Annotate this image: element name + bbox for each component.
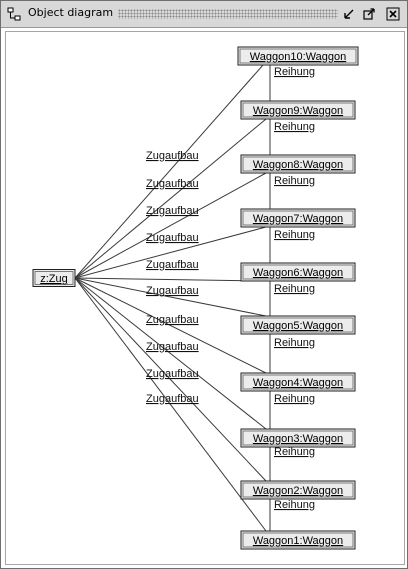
- maximize-icon[interactable]: [362, 7, 376, 21]
- association-lines: [74, 64, 271, 532]
- object-nodes: z:Zug Waggon10:WaggonWaggon9:WaggonWaggon…: [32, 46, 359, 550]
- object-diagram: ZugaufbauZugaufbauZugaufbauZugaufbauZuga…: [32, 46, 359, 550]
- object-node-waggon[interactable]: Waggon8:Waggon: [240, 154, 356, 174]
- zugaufbau-label: Zugaufbau: [146, 178, 199, 190]
- title-grip[interactable]: [118, 9, 338, 19]
- title-bar[interactable]: Object diagram: [1, 1, 407, 28]
- object-node-waggon[interactable]: Waggon5:Waggon: [240, 315, 356, 335]
- object-name: Waggon3:Waggon: [253, 433, 343, 445]
- object-name: z:Zug: [40, 273, 68, 285]
- object-node-waggon[interactable]: Waggon4:Waggon: [240, 372, 356, 392]
- object-node-waggon[interactable]: Waggon3:Waggon: [240, 428, 356, 448]
- zugaufbau-link[interactable]: [74, 226, 267, 279]
- object-name: Waggon10:Waggon: [250, 51, 346, 63]
- reihung-label: Reihung: [274, 175, 315, 187]
- object-name: Waggon9:Waggon: [253, 105, 343, 117]
- zugaufbau-link[interactable]: [74, 277, 267, 482]
- object-name: Waggon8:Waggon: [253, 159, 343, 171]
- object-node-zug[interactable]: z:Zug: [32, 269, 76, 287]
- zugaufbau-link[interactable]: [74, 277, 267, 532]
- zugaufbau-label: Zugaufbau: [146, 205, 199, 217]
- reihung-label: Reihung: [274, 66, 315, 78]
- reihung-label: Reihung: [274, 393, 315, 405]
- association-labels: ZugaufbauZugaufbauZugaufbauZugaufbauZuga…: [146, 66, 315, 511]
- object-name: Waggon6:Waggon: [253, 267, 343, 279]
- zugaufbau-label: Zugaufbau: [146, 232, 199, 244]
- minimize-icon[interactable]: [342, 7, 356, 21]
- object-name: Waggon4:Waggon: [253, 377, 343, 389]
- object-node-waggon[interactable]: Waggon10:Waggon: [237, 46, 359, 66]
- reihung-label: Reihung: [274, 121, 315, 133]
- zugaufbau-label: Zugaufbau: [146, 285, 199, 297]
- object-name: Waggon7:Waggon: [253, 213, 343, 225]
- reihung-label: Reihung: [274, 229, 315, 241]
- zugaufbau-label: Zugaufbau: [146, 341, 199, 353]
- object-node-waggon[interactable]: Waggon2:Waggon: [240, 480, 356, 500]
- zugaufbau-link[interactable]: [74, 64, 264, 279]
- zugaufbau-label: Zugaufbau: [146, 150, 199, 162]
- zugaufbau-link[interactable]: [74, 277, 267, 374]
- object-node-waggon[interactable]: Waggon1:Waggon: [240, 530, 356, 550]
- reihung-label: Reihung: [274, 499, 315, 511]
- object-node-waggon[interactable]: Waggon9:Waggon: [240, 100, 356, 120]
- object-name: Waggon1:Waggon: [253, 535, 343, 547]
- zugaufbau-link[interactable]: [74, 277, 267, 317]
- reihung-label: Reihung: [274, 283, 315, 295]
- zugaufbau-label: Zugaufbau: [146, 314, 199, 326]
- zugaufbau-label: Zugaufbau: [146, 259, 199, 271]
- window-title: Object diagram: [28, 6, 114, 19]
- object-node-waggon[interactable]: Waggon7:Waggon: [240, 208, 356, 228]
- reihung-label: Reihung: [274, 337, 315, 349]
- zugaufbau-label: Zugaufbau: [146, 393, 199, 405]
- reihung-label: Reihung: [274, 446, 315, 458]
- object-name: Waggon2:Waggon: [253, 485, 343, 497]
- close-icon[interactable]: [386, 7, 400, 21]
- zugaufbau-link[interactable]: [74, 277, 267, 430]
- zugaufbau-link[interactable]: [74, 172, 267, 279]
- zugaufbau-label: Zugaufbau: [146, 368, 199, 380]
- object-name: Waggon5:Waggon: [253, 320, 343, 332]
- zugaufbau-link[interactable]: [74, 118, 267, 279]
- zugaufbau-link[interactable]: [74, 277, 267, 282]
- diagram-icon: [7, 7, 21, 21]
- object-node-waggon[interactable]: Waggon6:Waggon: [240, 262, 356, 282]
